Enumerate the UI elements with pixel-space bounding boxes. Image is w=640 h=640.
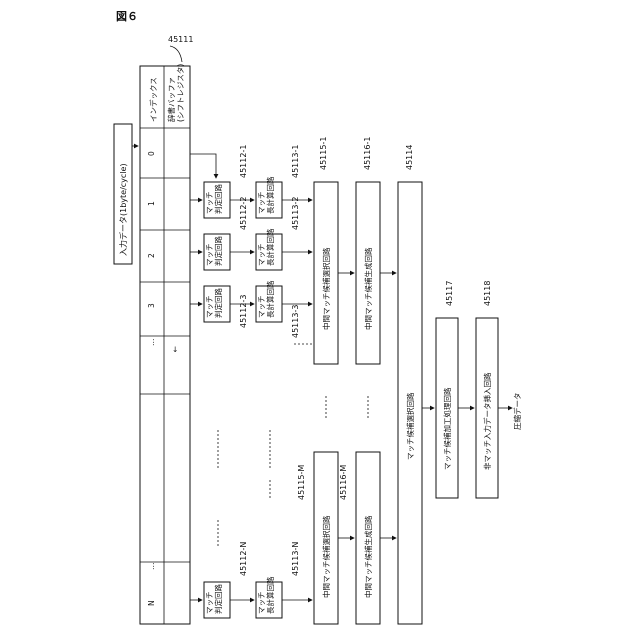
- candidate-process-ref: 45117: [445, 281, 454, 306]
- match-judge-label-line: 判定回路: [213, 288, 223, 318]
- length-calc-label-line: 長計算回路: [265, 228, 275, 266]
- svg-text:中間マッチ候補生成回路: 中間マッチ候補生成回路: [363, 247, 373, 330]
- svg-text:中間マッチ候補選択回路: 中間マッチ候補選択回路: [321, 247, 331, 330]
- judge-ref: 45112-2: [239, 197, 248, 230]
- index-value: 0: [147, 151, 156, 156]
- length-calc-circuit: マッチ長計算回路: [256, 228, 312, 270]
- svg-text:中間マッチ候補選択回路: 中間マッチ候補選択回路: [321, 515, 331, 598]
- length-calc-circuit: マッチ長計算回路: [256, 576, 312, 618]
- candidate-process: マッチ候補加工処理回路: [436, 318, 458, 498]
- judge-ref: 45112-3: [239, 295, 248, 328]
- compressed-data: 圧縮データ: [512, 393, 522, 431]
- nonmatch-insert: 非マッチ入力データ挿入回路: [476, 318, 498, 498]
- candidate-gen-ref: 45116-1: [363, 137, 372, 170]
- candidate-select: マッチ候補選択回路: [398, 182, 422, 624]
- length-calc-label-line: 長計算回路: [265, 576, 275, 614]
- match-judge-label-line: マッチ: [205, 296, 214, 319]
- length-calc-label-line: 長計算回路: [265, 176, 275, 214]
- candidate-gen-1: 中間マッチ候補生成回路: [356, 182, 380, 364]
- match-judge-label-line: 判定回路: [213, 584, 223, 614]
- match-judge-circuit: マッチ判定回路: [190, 582, 254, 618]
- buffer-header-line: (シフトレジスタ): [176, 64, 185, 122]
- svg-text:非マッチ入力データ挿入回路: 非マッチ入力データ挿入回路: [482, 372, 492, 470]
- nonmatch-insert-ref: 45118: [483, 281, 492, 306]
- length-calc-circuit: マッチ長計算回路: [256, 280, 312, 322]
- length-calc-label-line: 長計算回路: [265, 280, 275, 318]
- judge-ref: 45112-N: [239, 542, 248, 576]
- match-judge-label-line: 判定回路: [213, 236, 223, 266]
- length-calc-label-line: マッチ: [257, 192, 266, 215]
- candidate-gen-ref: 45116-M: [339, 465, 348, 500]
- match-judge-label-line: 判定回路: [213, 184, 223, 214]
- match-judge-label-line: マッチ: [205, 592, 214, 615]
- match-judge-label-line: マッチ: [205, 192, 214, 215]
- length-calc-group: マッチ長計算回路マッチ長計算回路マッチ長計算回路マッチ長計算回路: [256, 176, 312, 618]
- length-ref: 45113-N: [291, 542, 300, 576]
- match-judge-circuit: マッチ判定回路: [190, 234, 254, 270]
- index-value: …: [147, 563, 156, 571]
- index-value: 3: [147, 303, 156, 308]
- svg-text:マッチ候補加工処理回路: マッチ候補加工処理回路: [442, 387, 452, 470]
- index-value: N: [147, 600, 156, 606]
- length-ref: 45113-2: [291, 197, 300, 230]
- svg-text:中間マッチ候補生成回路: 中間マッチ候補生成回路: [363, 515, 373, 598]
- index-header: インデックス: [148, 77, 158, 122]
- intermediate-select-ref: 45115-1: [319, 137, 328, 170]
- length-calc-circuit: マッチ長計算回路: [256, 176, 312, 218]
- intermediate-select-1: 中間マッチ候補選択回路: [314, 182, 338, 364]
- length-calc-label-line: マッチ: [257, 296, 266, 319]
- svg-text:マッチ候補選択回路: マッチ候補選択回路: [405, 392, 415, 460]
- intermediate-select-M: 中間マッチ候補選択回路: [314, 452, 338, 624]
- length-ref: 45113-1: [291, 145, 300, 178]
- buffer-header-line: 辞書バッファ: [166, 77, 176, 122]
- index-value: 2: [147, 253, 156, 258]
- judge-ref: 45112-1: [239, 145, 248, 178]
- input-data-label: 入力データ(1byte/cycle): [118, 163, 128, 256]
- buffer-ref-leader: [170, 46, 182, 62]
- candidate-select-ref: 45114: [405, 145, 414, 170]
- index-value: …: [147, 339, 156, 347]
- match-judge-label-line: マッチ: [205, 244, 214, 267]
- shift-arrow-icon: ↓: [172, 345, 178, 354]
- buffer-ref: 45111: [168, 35, 193, 44]
- intermediate-select-ref: 45115-M: [297, 465, 306, 500]
- length-ref: 45113-3: [291, 305, 300, 338]
- length-calc-label-line: マッチ: [257, 592, 266, 615]
- length-calc-label-line: マッチ: [257, 244, 266, 267]
- index-value: 1: [147, 201, 156, 206]
- candidate-gen-M: 中間マッチ候補生成回路: [356, 452, 380, 624]
